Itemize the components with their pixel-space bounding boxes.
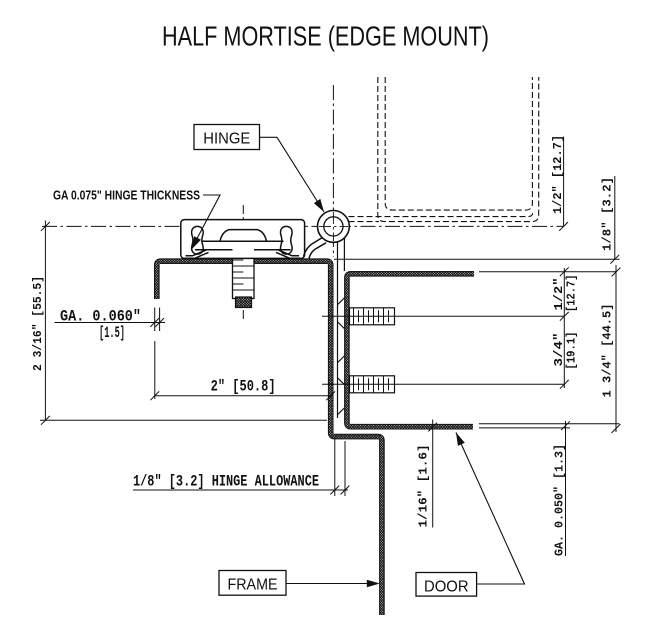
- svg-text:HINGE: HINGE: [203, 131, 250, 148]
- svg-text:1/2" [12.7]: 1/2" [12.7]: [551, 135, 565, 214]
- svg-text:1/8" [3.2] HINGE ALLOWANCE: 1/8" [3.2] HINGE ALLOWANCE: [133, 473, 319, 491]
- svg-text:FRAME: FRAME: [228, 576, 278, 593]
- svg-text:GA 0.075" HINGE THICKNESS: GA 0.075" HINGE THICKNESS: [53, 189, 200, 203]
- svg-text:2" [50.8]: 2" [50.8]: [211, 378, 276, 396]
- svg-text:1/8" [3.2]: 1/8" [3.2]: [600, 177, 614, 251]
- svg-text:[1.5]: [1.5]: [99, 324, 125, 342]
- svg-text:GA. 0.060": GA. 0.060": [60, 307, 141, 325]
- svg-text:[19.1]: [19.1]: [565, 332, 579, 370]
- svg-text:3/4": 3/4": [552, 333, 566, 367]
- svg-text:1 3/4" [44.5]: 1 3/4" [44.5]: [601, 304, 615, 398]
- svg-text:1/2": 1/2": [552, 278, 566, 311]
- svg-text:GA. 0.050" [1.3]: GA. 0.050" [1.3]: [552, 444, 566, 556]
- svg-text:[12.7]: [12.7]: [565, 275, 579, 313]
- svg-text:1/16" [1.6]: 1/16" [1.6]: [417, 445, 431, 528]
- svg-text:HALF MORTISE (EDGE MOUNT): HALF MORTISE (EDGE MOUNT): [162, 20, 489, 51]
- svg-text:2 3/16" [55.5]: 2 3/16" [55.5]: [31, 276, 45, 371]
- svg-text:DOOR: DOOR: [424, 579, 469, 596]
